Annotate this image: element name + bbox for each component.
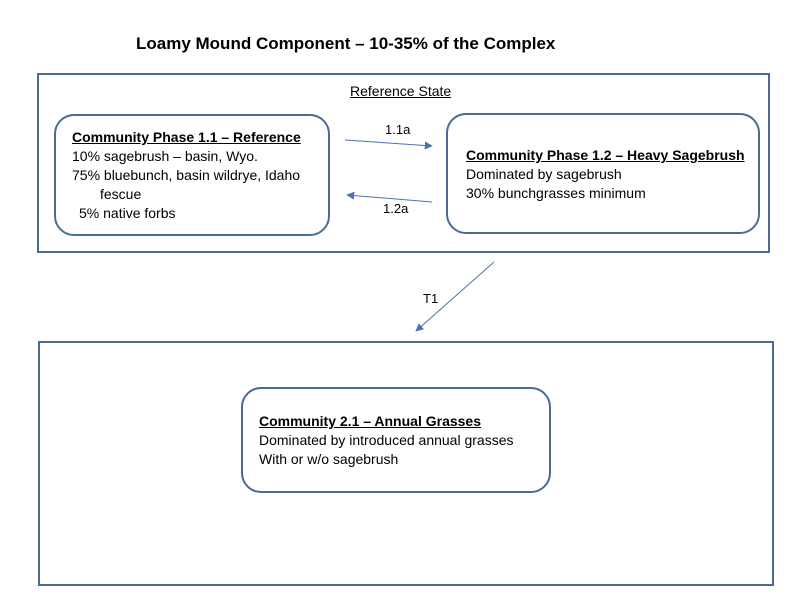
diagram-title: Loamy Mound Component – 10-35% of the Co… — [136, 34, 556, 53]
community-phase-1-2-line: Dominated by sagebrush — [466, 166, 622, 182]
community-phase-1-2-title: Community Phase 1.2 – Heavy Sagebrush — [466, 147, 745, 163]
community-2-1-line: With or w/o sagebrush — [259, 451, 399, 467]
community-phase-1-2-line: 30% bunchgrasses minimum — [466, 185, 646, 201]
community-phase-1-1-line: fescue — [100, 186, 142, 202]
transition-label-1-1a: 1.1a — [385, 122, 411, 137]
community-phase-1-1-line: 10% sagebrush – basin, Wyo. — [72, 148, 258, 164]
community-phase-1-1-title: Community Phase 1.1 – Reference — [72, 129, 301, 145]
community-2-1-line: Dominated by introduced annual grasses — [259, 432, 514, 448]
transition-label-t1: T1 — [423, 291, 439, 306]
community-phase-1-1-line: 75% bluebunch, basin wildrye, Idaho — [72, 167, 301, 183]
community-2-1-title: Community 2.1 – Annual Grasses — [259, 413, 481, 429]
transition-label-1-2a: 1.2a — [383, 201, 409, 216]
community-phase-1-1-line: 5% native forbs — [79, 205, 176, 221]
arrow-1-1a — [344, 139, 433, 150]
community-phase-1-2-box: Community Phase 1.2 – Heavy Sagebrush Do… — [446, 113, 760, 234]
arrow-t1 — [415, 261, 495, 332]
community-2-1-box: Community 2.1 – Annual Grasses Dominated… — [241, 387, 551, 493]
reference-state-label: Reference State — [350, 83, 452, 99]
community-phase-1-1-box: Community Phase 1.1 – Reference 10% sage… — [54, 114, 330, 236]
arrow-1-2a — [346, 191, 433, 203]
